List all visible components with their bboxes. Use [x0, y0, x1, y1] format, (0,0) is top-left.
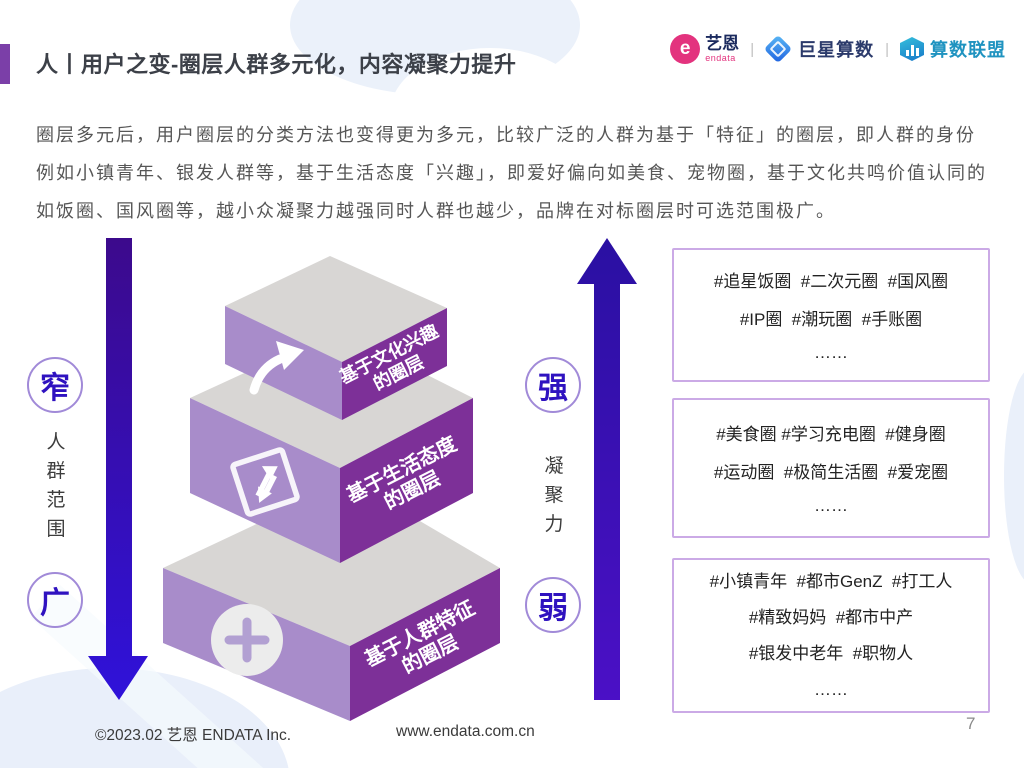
tag-line-ellipsis: ……	[814, 343, 848, 362]
endata-logo-icon: e	[670, 34, 701, 64]
down-arrow-shaft	[106, 238, 132, 658]
juxing-logo-name: 巨星算数	[798, 40, 875, 60]
page-title: 人丨用户之变-圈层人群多元化，内容凝聚力提升	[36, 52, 517, 77]
tag-box-culture: #追星饭圈 #二次元圈 #国风圈 #IP圈 #潮玩圈 #手账圈 ……	[672, 248, 990, 382]
curved-up-arrow-icon	[249, 341, 304, 395]
endata-logo-sub: endata	[705, 53, 736, 63]
intro-paragraph: 圈层多元后，用户圈层的分类方法也变得更为多元，比较广泛的人群为基于「特征」的圈层…	[36, 125, 987, 221]
suanshu-logo-icon	[900, 37, 924, 61]
down-arrow-icon	[88, 238, 148, 700]
tag-line: #运动圈 #极简生活圈 #爱宠圈	[713, 463, 949, 482]
logo-row: e 艺恩 endata | 巨星算数 | 算数联盟	[670, 34, 1006, 64]
tier1-top-face	[225, 256, 447, 362]
tag-line-ellipsis: ……	[814, 496, 848, 515]
endata-logo-name: 艺恩	[705, 34, 740, 53]
suanshu-logo-name: 算数联盟	[930, 40, 1006, 60]
tag-line: #追星饭圈 #二次元圈 #国风圈	[713, 272, 949, 291]
tier2-right-face	[340, 398, 473, 563]
plus-circle-icon	[211, 604, 283, 676]
juxing-logo-icon	[763, 34, 793, 64]
swap-arrows-icon	[230, 447, 300, 517]
down-arrow-head	[88, 656, 148, 700]
page-number: 7	[966, 714, 976, 733]
tag-box-lifestyle: #美食圈 #学习充电圈 #健身圈 #运动圈 #极简生活圈 #爱宠圈 ……	[672, 398, 990, 538]
left-axis-label: 人群范围	[46, 432, 66, 540]
up-arrow-shaft	[594, 282, 620, 700]
left-axis-top-badge: 窄	[27, 357, 83, 413]
website-text: www.endata.com.cn	[396, 723, 535, 740]
suanshu-logo: 算数联盟	[900, 36, 1006, 62]
right-axis-bottom-badge: 弱	[525, 577, 581, 633]
logo-divider: |	[885, 40, 889, 58]
tag-line: #精致妈妈 #都市中产	[748, 607, 914, 627]
decor-blob-top-cut	[390, 48, 590, 178]
tier1-right-face	[342, 308, 447, 420]
decor-blob-right	[1004, 368, 1024, 584]
up-arrow-icon	[577, 238, 637, 700]
juxing-logo: 巨星算数	[763, 34, 875, 64]
tag-line: #美食圈 #学习充电圈 #健身圈	[716, 425, 946, 444]
logo-divider: |	[750, 40, 755, 58]
title-accent-bar	[0, 44, 10, 84]
tag-line: #IP圈 #潮玩圈 #手账圈	[739, 310, 923, 329]
tag-line: #小镇青年 #都市GenZ #打工人	[709, 571, 953, 591]
endata-logo: e 艺恩 endata	[670, 34, 739, 64]
tag-line-ellipsis: ……	[814, 679, 848, 699]
left-axis-bottom-badge: 广	[27, 572, 83, 628]
pyramid-diagram: 基于人群特征 的圈层 基于生活态度 的圈层 基于文化兴趣 的圈层	[163, 256, 500, 721]
tag-box-demographic: #小镇青年 #都市GenZ #打工人 #精致妈妈 #都市中产 #银发中老年 #职…	[672, 558, 990, 713]
right-axis-label: 凝聚力	[544, 456, 564, 535]
up-arrow-head	[577, 238, 637, 284]
tag-line: #银发中老年 #职物人	[748, 643, 914, 663]
right-axis-top-badge: 强	[525, 357, 581, 413]
tier3-right-face	[350, 568, 500, 721]
copyright-text: ©2023.02 艺恩 ENDATA Inc.	[95, 727, 292, 744]
